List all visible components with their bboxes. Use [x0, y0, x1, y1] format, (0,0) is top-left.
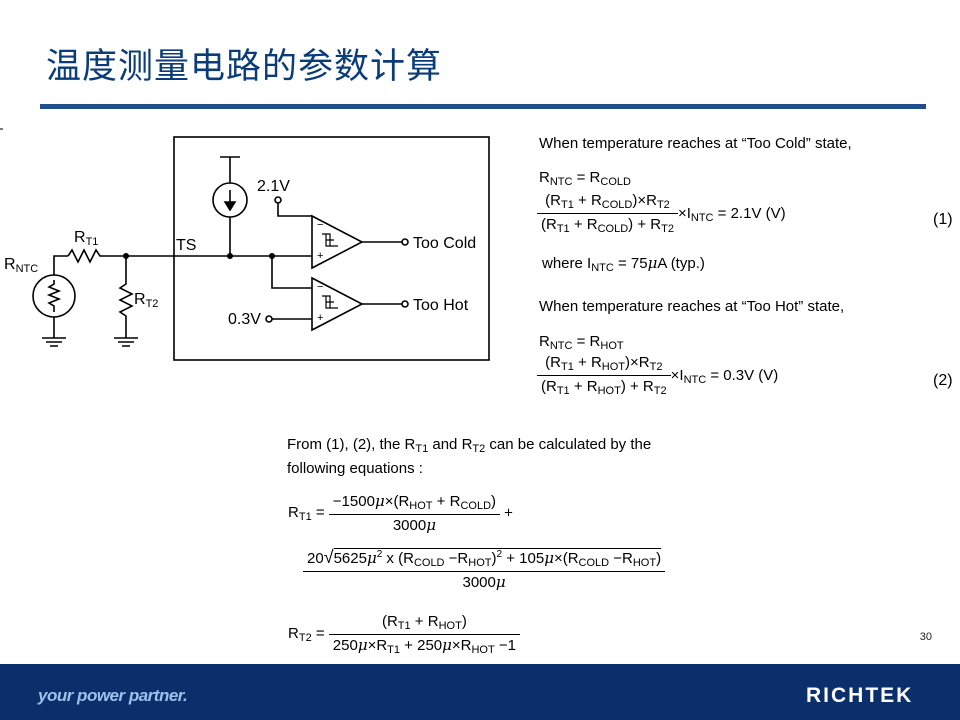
- ref-0v3-label: 0.3V: [228, 311, 261, 328]
- rt1-label: RT1: [74, 229, 98, 248]
- svg-text:−: −: [317, 281, 323, 293]
- too-cold-intro: When temperature reaches at “Too Cold” s…: [539, 135, 852, 152]
- equation-1: (RT1 + RCOLD)×RT2(RT1 + RCOLD) + RT2×INT…: [537, 193, 786, 235]
- comparator-too-cold: [311, 214, 364, 270]
- ic-boundary-box: [173, 136, 490, 361]
- corner-mark: [0, 128, 3, 130]
- derivation-intro-line2: following equations :: [287, 460, 423, 477]
- rt1-formula: RT1 = −1500μ×(RHOT + RCOLD)3000μ +: [288, 492, 513, 534]
- intc-typical: where INTC = 75μA (typ.): [542, 254, 705, 274]
- rntc-equals-rhot: RNTC = RHOT: [539, 333, 624, 352]
- hysteresis-icon: [322, 295, 338, 309]
- equation-2: (RT1 + RHOT)×RT2(RT1 + RHOT) + RT2×INTC …: [537, 355, 778, 397]
- ntc-resistor-zigzag: [46, 280, 62, 312]
- rt1-resistor: [67, 248, 104, 264]
- page-title: 温度测量电路的参数计算: [46, 47, 443, 87]
- title-divider: [40, 104, 926, 109]
- rntc-equals-rcold: RNTC = RCOLD: [539, 169, 631, 188]
- rt1-sqrt-term: 20√5625μ2 x (RCOLD −RHOT)2 + 105μ×(RCOLD…: [303, 548, 666, 590]
- equation-2-number: (2): [933, 372, 953, 389]
- ground-symbol-rt2: [114, 337, 138, 347]
- page-number: 30: [919, 631, 932, 643]
- too-hot-intro: When temperature reaches at “Too Hot” st…: [539, 298, 845, 315]
- svg-text:−: −: [317, 219, 323, 231]
- ground-symbol-ntc: [42, 337, 66, 347]
- richtek-logo: RICHTEK: [806, 684, 914, 707]
- derivation-intro: From (1), (2), the RT1 and RT2 can be ca…: [287, 436, 652, 455]
- svg-text:+: +: [317, 250, 323, 262]
- too-hot-label: Too Hot: [413, 297, 469, 314]
- circuit-diagram: − + − + RNTC RT1 RT2 TS 2.1V 0.3V Too Co…: [4, 136, 490, 361]
- footer-bar: [0, 664, 960, 720]
- hysteresis-icon: [322, 233, 338, 247]
- equation-1-number: (1): [933, 211, 953, 228]
- too-cold-label: Too Cold: [413, 235, 476, 252]
- ref-2v1-label: 2.1V: [257, 178, 290, 195]
- rt2-label: RT2: [134, 291, 158, 310]
- svg-text:+: +: [317, 312, 323, 324]
- footer-slogan: your power partner.: [38, 686, 188, 705]
- ts-label: TS: [176, 237, 196, 254]
- comparator-too-hot: [311, 276, 364, 332]
- rntc-label: RNTC: [4, 256, 38, 275]
- rt2-resistor: [118, 256, 134, 338]
- rt2-formula: RT2 = (RT1 + RHOT)250μ×RT1 + 250μ×RHOT −…: [288, 614, 520, 656]
